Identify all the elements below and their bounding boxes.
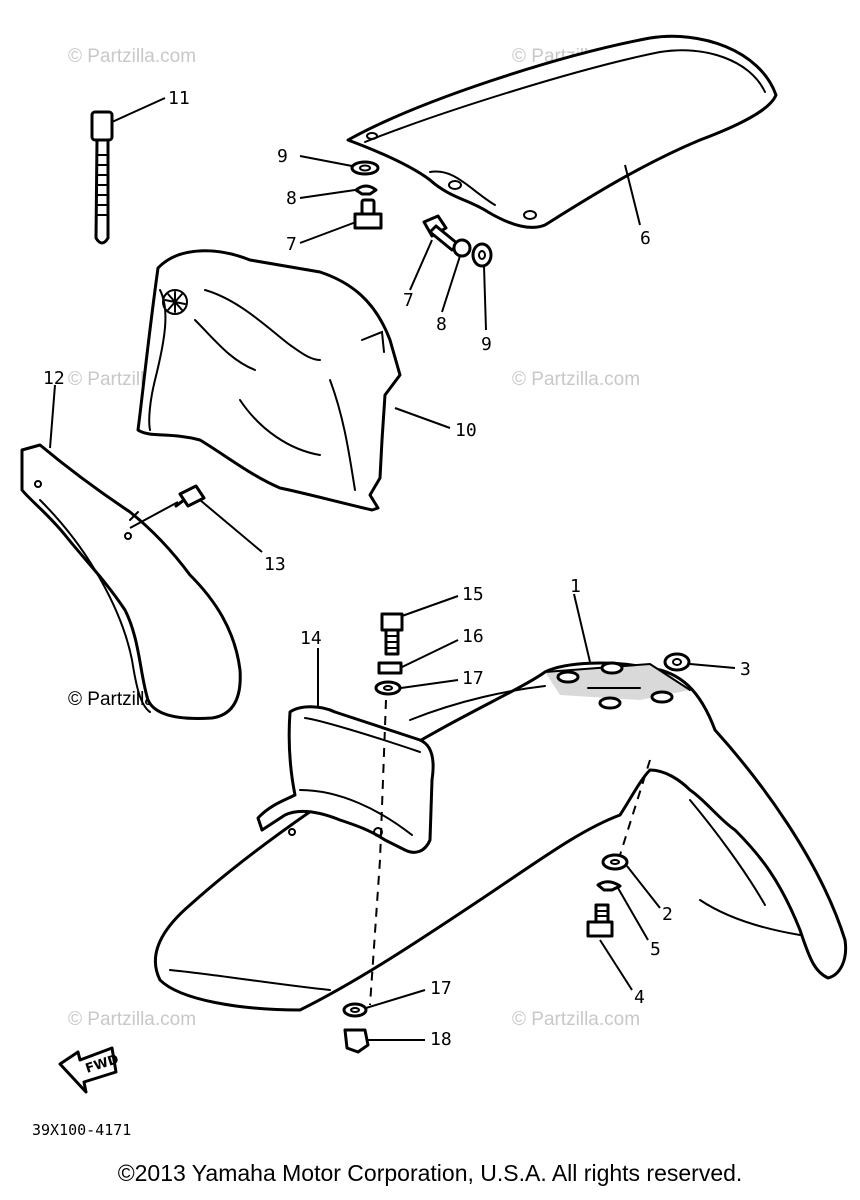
fasteners-upper-left <box>299 155 383 244</box>
callout-13: 13 <box>264 554 286 575</box>
fasteners-2-5-4 <box>586 759 661 991</box>
callout-3: 3 <box>740 659 751 680</box>
callout-6: 6 <box>640 228 651 249</box>
callout-9: 9 <box>277 146 288 167</box>
watermark: © Partzilla.com <box>512 1009 640 1030</box>
part-14-bracket <box>256 648 435 854</box>
callout-15: 15 <box>462 584 484 605</box>
part-3-nut <box>663 652 736 672</box>
callout-7-b: 7 <box>403 290 414 311</box>
callout-14: 14 <box>300 628 322 649</box>
part-10-inner-fender <box>136 249 451 512</box>
callout-16: 16 <box>462 626 484 647</box>
callout-10: 10 <box>455 420 477 441</box>
callout-12: 12 <box>43 368 65 389</box>
fasteners-center <box>409 214 493 331</box>
callout-17-b: 17 <box>430 978 452 999</box>
copyright-notice: ©2013 Yamaha Motor Corporation, U.S.A. A… <box>117 1160 743 1186</box>
watermark: © Partzilla.com <box>68 1009 196 1030</box>
callout-7: 7 <box>286 234 297 255</box>
fwd-arrow-icon: FWD <box>58 1046 121 1094</box>
callout-8: 8 <box>286 188 297 209</box>
part-6-cover <box>346 34 778 229</box>
diagram-code: 39X100-4171 <box>32 1121 131 1139</box>
callout-1: 1 <box>570 576 581 597</box>
callout-11: 11 <box>168 88 190 109</box>
watermark: © Partzilla.com <box>68 46 196 67</box>
fasteners-17-18 <box>342 989 426 1054</box>
callout-8-b: 8 <box>436 314 447 335</box>
part-11-band <box>90 97 166 245</box>
callout-5: 5 <box>650 939 661 960</box>
callout-2: 2 <box>662 904 673 925</box>
part-1-rear-fender <box>153 593 848 1012</box>
part-12-flap <box>20 384 242 720</box>
callout-4: 4 <box>634 987 645 1008</box>
callout-18: 18 <box>430 1029 452 1050</box>
watermark: © Partzilla.com <box>512 369 640 390</box>
part-13-bolt <box>129 484 263 553</box>
fasteners-15-16-17 <box>369 595 459 1006</box>
callout-17: 17 <box>462 668 484 689</box>
callouts: 1 2 3 4 5 6 7 8 9 10 11 12 13 14 15 16 1… <box>43 88 751 1050</box>
callout-9-b: 9 <box>481 334 492 355</box>
